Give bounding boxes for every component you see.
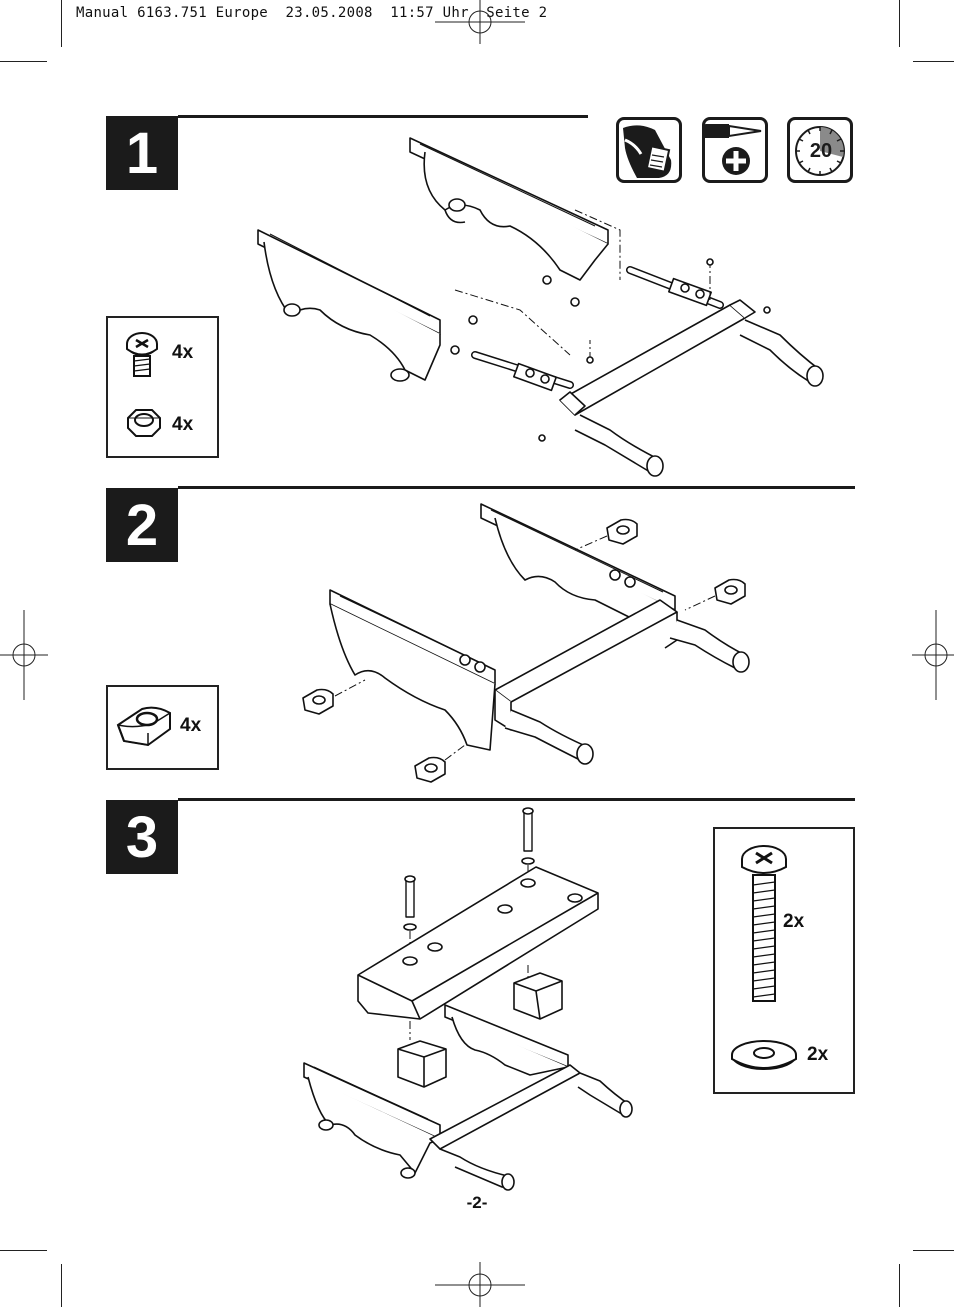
timer-value: 20 bbox=[809, 140, 833, 162]
step-number-3: 3 bbox=[106, 800, 178, 874]
step-number-2: 2 bbox=[106, 488, 178, 562]
print-header: Manual 6163.751 Europe 23.05.2008 11:57 … bbox=[76, 5, 548, 21]
washer-quantity: 2x bbox=[807, 1044, 829, 1065]
nut-quantity: 4x bbox=[172, 414, 194, 435]
page-number: -2- bbox=[466, 1193, 488, 1212]
step-number-1: 1 bbox=[106, 116, 178, 190]
timer-icon: 20 bbox=[787, 117, 853, 183]
step-1-rule bbox=[178, 115, 588, 118]
registration-mark-left bbox=[0, 610, 48, 700]
phillips-screwdriver-icon bbox=[702, 117, 768, 183]
registration-mark-top bbox=[435, 0, 525, 44]
step-3-parts-box: 2x 2x bbox=[713, 827, 855, 1094]
long-bolt-icon bbox=[741, 845, 787, 1002]
step-3-mounting-board-illustration bbox=[303, 807, 633, 1191]
step-2-feet-assembly-illustration bbox=[302, 503, 750, 783]
registration-mark-bottom bbox=[435, 1262, 525, 1307]
rubber-foot-icon bbox=[116, 706, 171, 747]
screw-icon bbox=[126, 332, 158, 377]
gloves-manual-icon bbox=[616, 117, 682, 183]
hex-nut-icon bbox=[127, 409, 161, 437]
bolt-quantity: 2x bbox=[783, 911, 805, 932]
step-2-parts-box: 4x bbox=[106, 685, 219, 770]
registration-mark-right bbox=[912, 610, 954, 700]
screw-quantity: 4x bbox=[172, 342, 194, 363]
foot-quantity: 4x bbox=[180, 715, 202, 736]
step-1-stand-assembly-illustration bbox=[257, 137, 824, 477]
step-3-rule bbox=[178, 798, 855, 801]
washer-icon bbox=[731, 1040, 797, 1070]
step-1-parts-box: 4x 4x bbox=[106, 316, 219, 458]
step-2-rule bbox=[178, 486, 855, 489]
